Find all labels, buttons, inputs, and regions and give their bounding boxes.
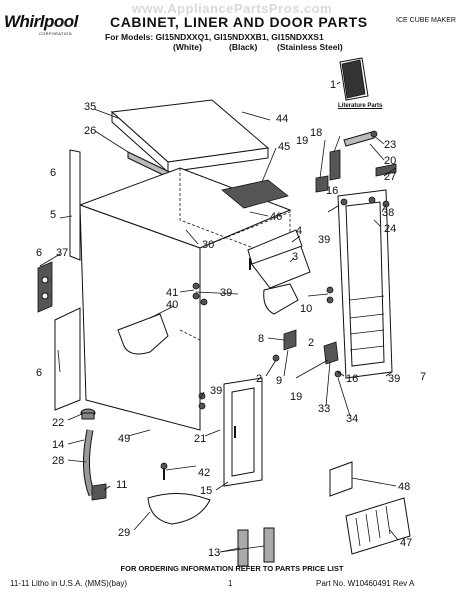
callout-20: 20	[384, 155, 396, 167]
drain-fitting	[80, 408, 96, 420]
base-support	[147, 492, 211, 525]
rear-bracket	[329, 461, 353, 497]
callout-6b: 6	[36, 247, 42, 259]
litho-info: 11-11 Litho in U.S.A. (MMS)(bay)	[10, 579, 128, 588]
side-panel	[54, 307, 81, 411]
callout-16b: 16	[346, 373, 358, 385]
cabinet-body	[78, 167, 292, 431]
front-grille	[345, 497, 411, 555]
part-number: Part No. W10460491 Rev A	[316, 579, 415, 588]
callout-15: 15	[200, 485, 212, 497]
watermark: www.AppliancePartsPros.com	[131, 1, 333, 16]
top-cover	[110, 99, 270, 174]
callout-22: 22	[52, 417, 64, 429]
logo-subtitle: CORPORATION	[39, 31, 72, 36]
literature-booklet	[339, 57, 369, 101]
callout-39d: 39	[210, 385, 222, 397]
door-gasket	[223, 377, 263, 487]
callout-27: 27	[384, 171, 396, 183]
callout-21: 21	[194, 433, 206, 445]
variant-stainless: (Stainless Steel)	[277, 42, 343, 52]
variant-white: (White)	[173, 42, 202, 52]
models-line: For Models: GI15NDXXQ1, GI15NDXXB1, GI15…	[105, 32, 324, 42]
callout-2b: 2	[308, 337, 314, 349]
callout-3: 3	[292, 251, 298, 263]
callout-14: 14	[52, 439, 64, 451]
leader-lines	[39, 81, 399, 553]
callout-8: 8	[258, 333, 264, 345]
callout-39b: 39	[318, 234, 330, 246]
support-bracket	[263, 283, 299, 315]
callout-34: 34	[346, 413, 358, 425]
foot-right	[263, 527, 275, 563]
callout-6c: 6	[36, 367, 42, 379]
callout-23: 23	[384, 139, 396, 151]
door-handle	[343, 131, 375, 147]
callout-7: 7	[420, 371, 426, 383]
page-number: 1	[228, 579, 233, 588]
product-name: ICE CUBE MAKER	[396, 17, 456, 24]
callout-10: 10	[300, 303, 312, 315]
callout-48: 48	[398, 481, 410, 493]
callout-47: 47	[400, 537, 412, 549]
callout-1: 1	[330, 79, 336, 91]
callout-44: 44	[276, 113, 288, 125]
handle-end	[375, 163, 397, 177]
hinge-pin	[329, 149, 341, 181]
callout-41: 41	[166, 287, 178, 299]
hinge-bracket	[37, 261, 53, 313]
cap	[91, 483, 107, 501]
callout-2a: 2	[256, 373, 262, 385]
evaporator-bracket	[117, 313, 169, 355]
clip	[283, 329, 297, 351]
ordering-note: FOR ORDERING INFORMATION REFER TO PARTS …	[120, 564, 344, 573]
callout-42: 42	[198, 467, 210, 479]
callout-49: 49	[118, 433, 130, 445]
screws	[160, 130, 390, 480]
callout-19b: 19	[290, 391, 302, 403]
callout-16a: 16	[326, 185, 338, 197]
callout-28: 28	[52, 455, 64, 467]
page-title: CABINET, LINER AND DOOR PARTS	[110, 14, 368, 30]
callout-29: 29	[118, 527, 130, 539]
callout-39a: 39	[220, 287, 232, 299]
callout-4: 4	[296, 225, 302, 237]
literature-label: Literature Parts	[338, 103, 383, 109]
callout-9: 9	[276, 375, 282, 387]
upper-hinge	[315, 175, 329, 193]
callout-26: 26	[84, 125, 96, 137]
whirlpool-logo: Whirlpool	[4, 12, 78, 31]
callout-39c: 39	[388, 373, 400, 385]
callout-5: 5	[50, 209, 56, 221]
callout-13: 13	[208, 547, 220, 559]
side-trim	[69, 149, 81, 261]
insulation-pad	[221, 179, 289, 209]
callout-19a: 19	[296, 135, 308, 147]
callout-35: 35	[84, 101, 96, 113]
callout-37: 37	[56, 247, 68, 259]
callout-24: 24	[384, 223, 396, 235]
callout-11: 11	[116, 479, 127, 491]
variant-black: (Black)	[229, 42, 258, 52]
callout-46: 46	[270, 211, 282, 223]
door-panel	[337, 189, 393, 379]
callout-30: 30	[202, 239, 214, 251]
lower-hinge	[323, 341, 339, 365]
callout-38: 38	[382, 207, 394, 219]
model-variants: (White) (Black) (Stainless Steel)	[173, 42, 343, 82]
callout-40: 40	[166, 299, 178, 311]
callout-18: 18	[310, 127, 322, 139]
callout-33: 33	[318, 403, 330, 415]
callout-45: 45	[278, 141, 290, 153]
callout-labels: 1 35 26 44 45 46 6 5 6 37 6 30 41 40 39 …	[36, 79, 426, 559]
callout-6a: 6	[50, 167, 56, 179]
